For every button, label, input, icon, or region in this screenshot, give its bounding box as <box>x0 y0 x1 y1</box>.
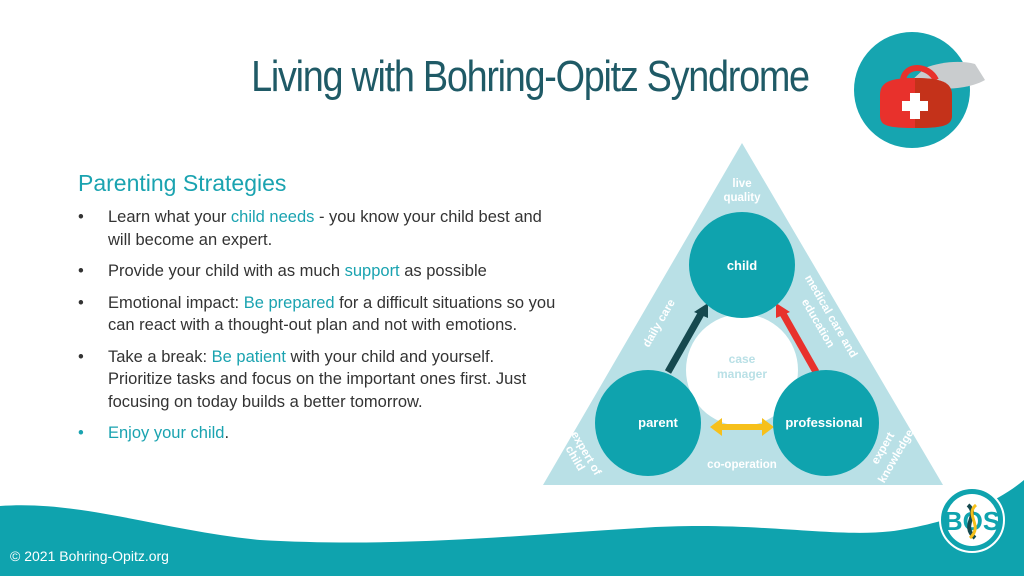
case-manager-label-2: manager <box>717 367 767 381</box>
svg-text:professional: professional <box>785 415 862 430</box>
svg-text:parent: parent <box>638 415 678 430</box>
list-item: Enjoy your child. <box>78 422 558 445</box>
live-quality-label: live <box>732 178 751 190</box>
list-item: Provide your child with as much support … <box>78 260 558 283</box>
cooperation-arrow <box>710 418 774 436</box>
parent-to-child-arrow <box>664 303 708 374</box>
strategy-list: Learn what your child needs - you know y… <box>78 206 558 454</box>
bos-logo: BOS <box>939 487 1005 553</box>
professional-node: professional <box>773 370 879 476</box>
medical-bag-icon <box>854 32 985 148</box>
cooperation-label: co-operation <box>707 459 777 471</box>
child-node: child <box>689 212 795 318</box>
list-item: Emotional impact: Be prepared for a diff… <box>78 292 558 337</box>
footer-wave <box>0 480 1024 576</box>
section-heading: Parenting Strategies <box>78 170 287 196</box>
professional-to-child-arrow <box>776 303 820 374</box>
svg-text:child: child <box>727 258 757 273</box>
parent-node: parent <box>595 370 701 476</box>
copyright-footer: © 2021 Bohring-Opitz.org <box>10 548 169 564</box>
list-item: Take a break: Be patient with your child… <box>78 346 558 414</box>
case-manager-label: case <box>729 352 756 366</box>
live-quality-label-2: quality <box>723 192 761 204</box>
list-item: Learn what your child needs - you know y… <box>78 206 558 251</box>
page-title: Living with Bohring-Opitz Syndrome <box>251 52 810 101</box>
